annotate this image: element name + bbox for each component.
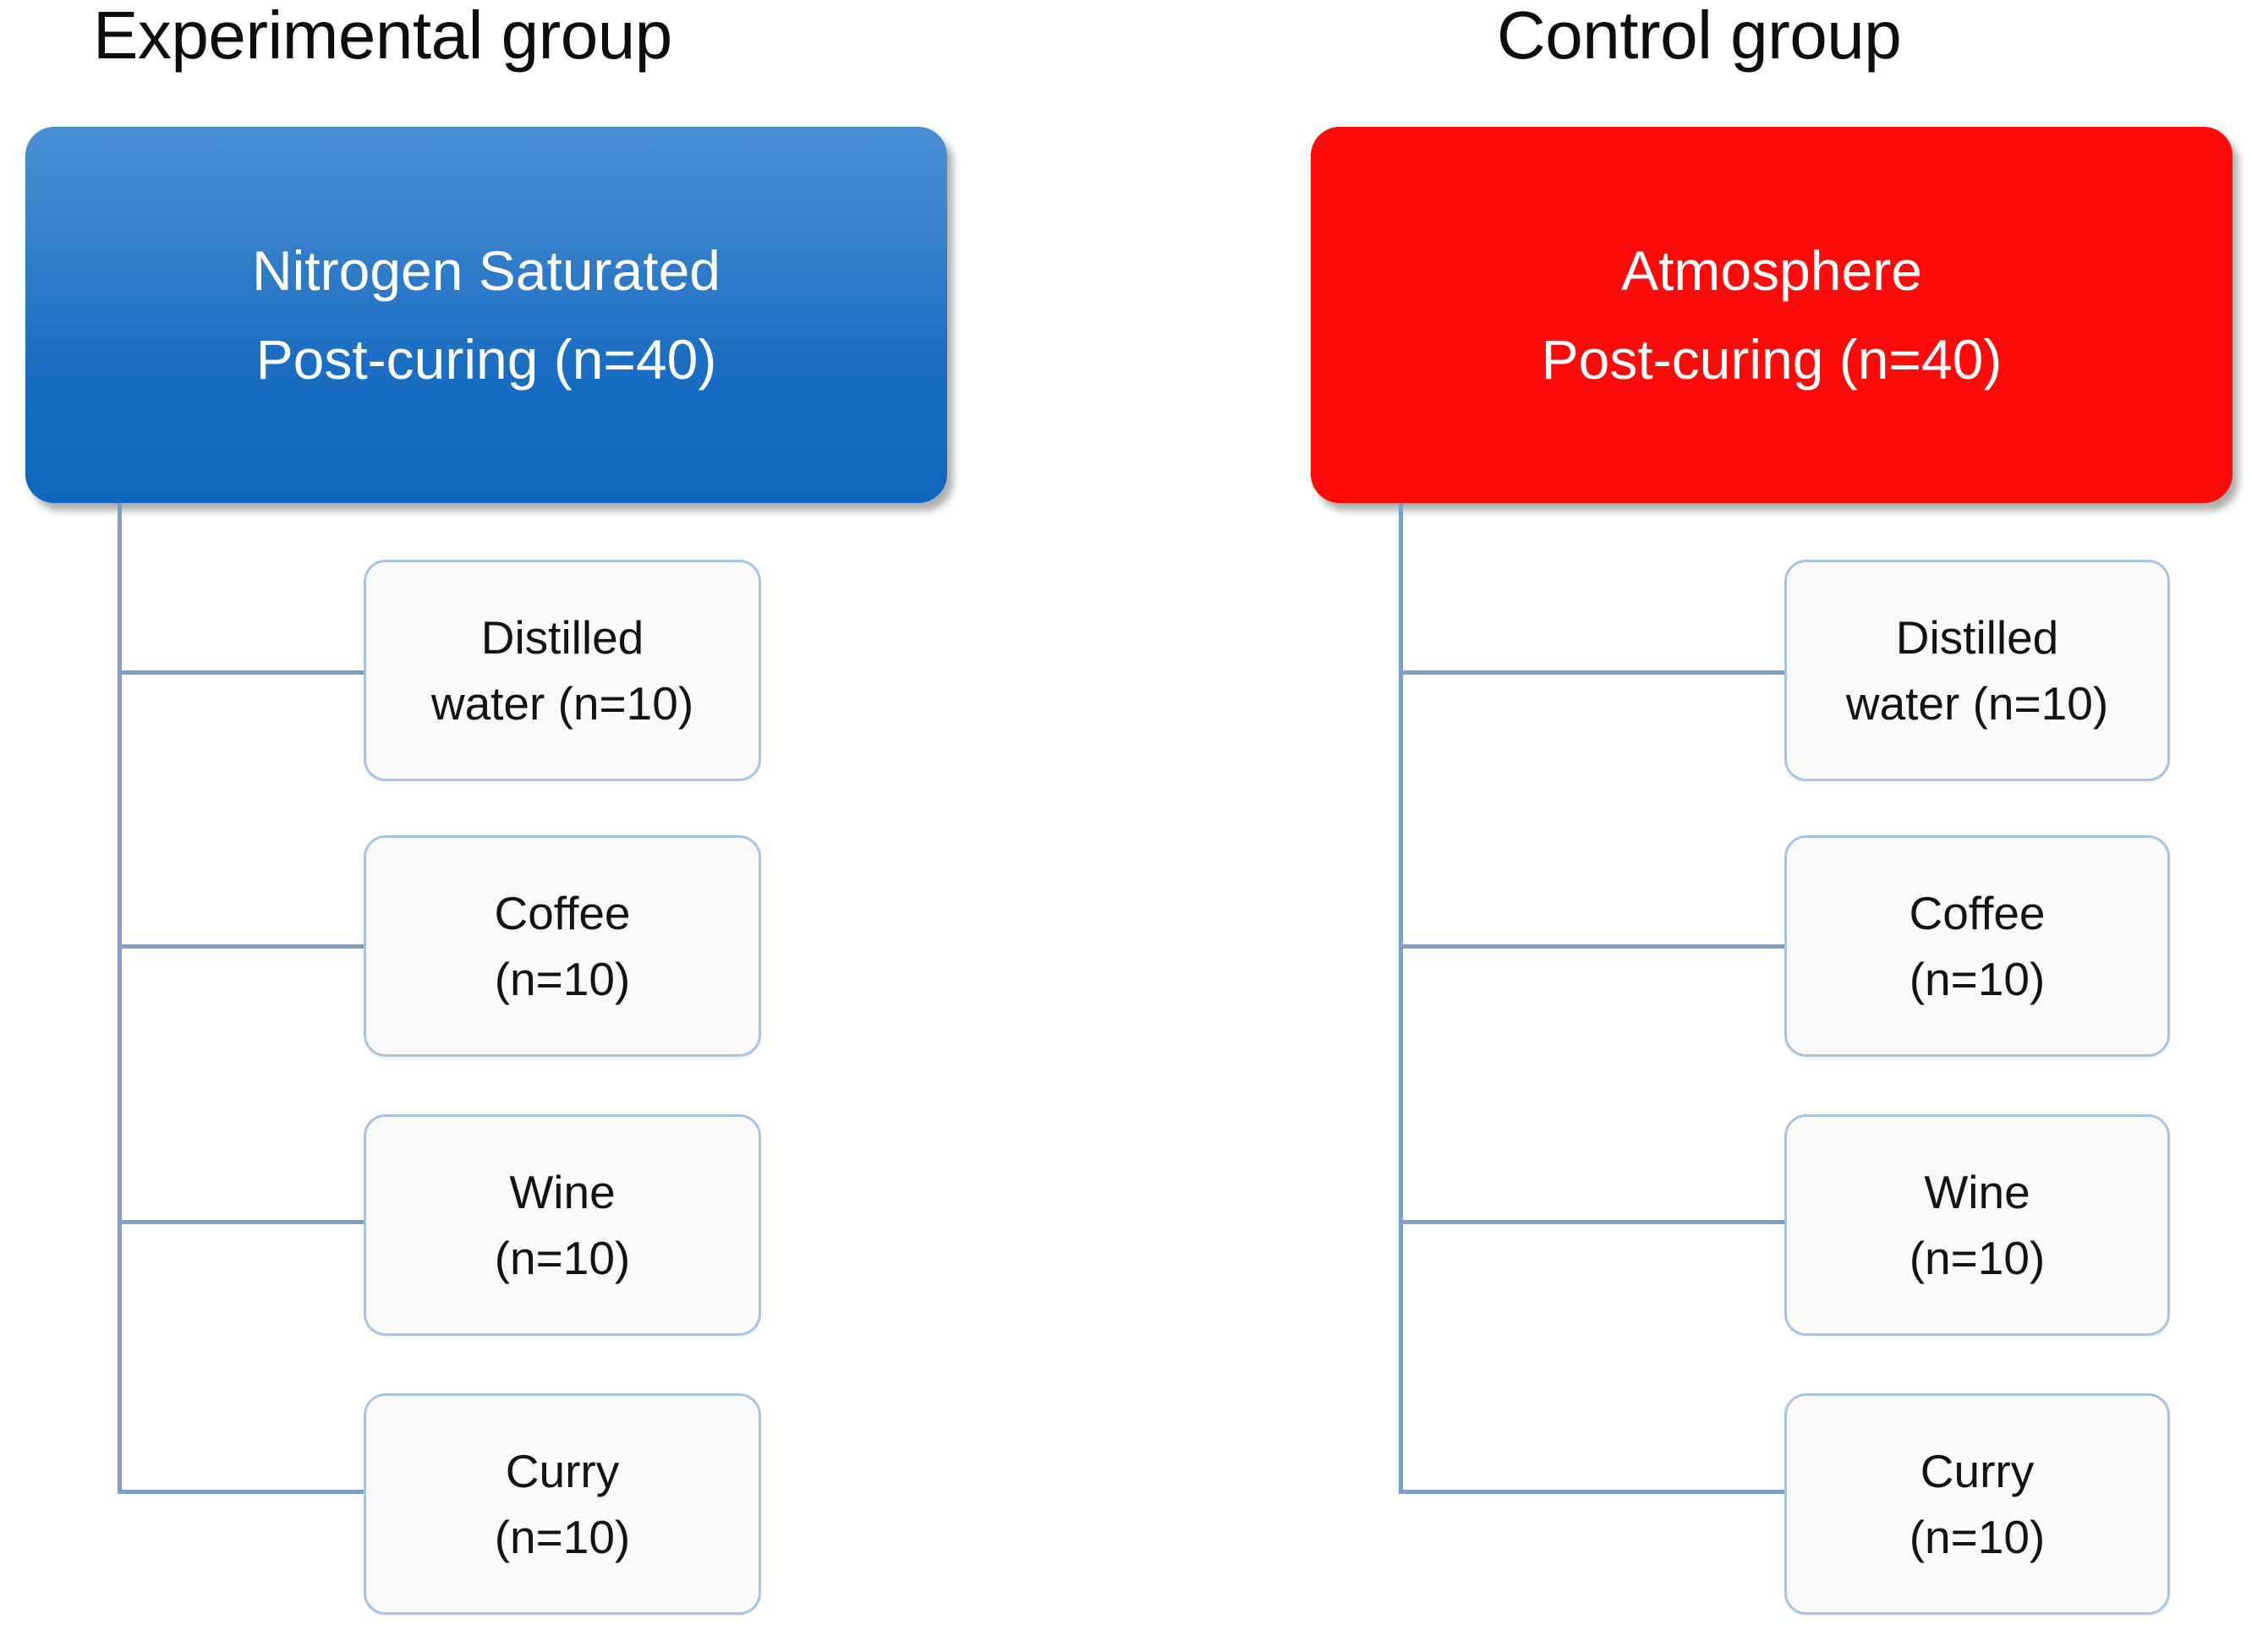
connector-branch-control-3 bbox=[1399, 1220, 1788, 1224]
connector-trunk-experimental-lower bbox=[118, 888, 122, 1492]
connector-trunk-experimental bbox=[118, 503, 122, 894]
root-box-control-line1: Atmosphere bbox=[1621, 239, 1922, 303]
leaf-box-experimental-coffee[interactable]: Coffee (n=10) bbox=[364, 835, 761, 1057]
leaf-box-experimental-wine-line1: Wine bbox=[509, 1165, 616, 1218]
group-title-control: Control group bbox=[1497, 0, 1902, 73]
leaf-box-experimental-curry[interactable]: Curry (n=10) bbox=[364, 1393, 761, 1615]
leaf-box-control-distilled-water[interactable]: Distilled water (n=10) bbox=[1784, 560, 2170, 781]
leaf-box-experimental-curry-line1: Curry bbox=[505, 1444, 620, 1497]
leaf-box-control-coffee[interactable]: Coffee (n=10) bbox=[1784, 835, 2170, 1057]
root-box-experimental-line1: Nitrogen Saturated bbox=[251, 239, 721, 303]
leaf-box-control-coffee-line2: (n=10) bbox=[1909, 953, 2046, 1005]
connector-trunk-control bbox=[1399, 503, 1403, 894]
leaf-box-control-wine-line1: Wine bbox=[1924, 1165, 2030, 1218]
connector-trunk-control-lower bbox=[1399, 888, 1403, 1492]
leaf-box-control-curry-line1: Curry bbox=[1920, 1444, 2035, 1497]
leaf-box-control-distilled-water-line1: Distilled bbox=[1895, 610, 2059, 664]
leaf-box-control-wine-line2: (n=10) bbox=[1909, 1232, 2046, 1284]
root-box-control[interactable]: Atmosphere Post-curing (n=40) bbox=[1311, 127, 2233, 503]
connector-branch-experimental-3 bbox=[118, 1220, 367, 1224]
leaf-box-control-wine[interactable]: Wine (n=10) bbox=[1784, 1114, 2170, 1336]
leaf-box-experimental-wine-line2: (n=10) bbox=[494, 1232, 631, 1284]
leaf-box-control-coffee-line1: Coffee bbox=[1909, 886, 2046, 939]
leaf-box-control-curry-line2: (n=10) bbox=[1909, 1511, 2046, 1563]
leaf-box-experimental-distilled-water[interactable]: Distilled water (n=10) bbox=[364, 560, 761, 781]
leaf-box-experimental-curry-line2: (n=10) bbox=[494, 1511, 631, 1563]
connector-branch-control-1 bbox=[1399, 670, 1788, 675]
connector-branch-experimental-2 bbox=[118, 944, 367, 949]
group-title-experimental: Experimental group bbox=[93, 0, 672, 73]
connector-branch-experimental-1 bbox=[118, 670, 367, 675]
connector-branch-control-4 bbox=[1399, 1490, 1788, 1494]
connector-branch-experimental-4 bbox=[118, 1490, 367, 1494]
root-box-experimental-line2: Post-curing (n=40) bbox=[255, 327, 717, 391]
root-box-control-line2: Post-curing (n=40) bbox=[1541, 327, 2003, 391]
leaf-box-experimental-distilled-water-line1: Distilled bbox=[480, 610, 644, 664]
leaf-box-experimental-coffee-line1: Coffee bbox=[494, 886, 631, 939]
connector-branch-control-2 bbox=[1399, 944, 1788, 949]
leaf-box-control-distilled-water-line2: water (n=10) bbox=[1845, 677, 2109, 730]
leaf-box-experimental-wine[interactable]: Wine (n=10) bbox=[364, 1114, 761, 1336]
root-box-experimental[interactable]: Nitrogen Saturated Post-curing (n=40) bbox=[25, 127, 947, 503]
leaf-box-experimental-distilled-water-line2: water (n=10) bbox=[430, 677, 694, 730]
leaf-box-control-curry[interactable]: Curry (n=10) bbox=[1784, 1393, 2170, 1615]
leaf-box-experimental-coffee-line2: (n=10) bbox=[494, 953, 631, 1005]
